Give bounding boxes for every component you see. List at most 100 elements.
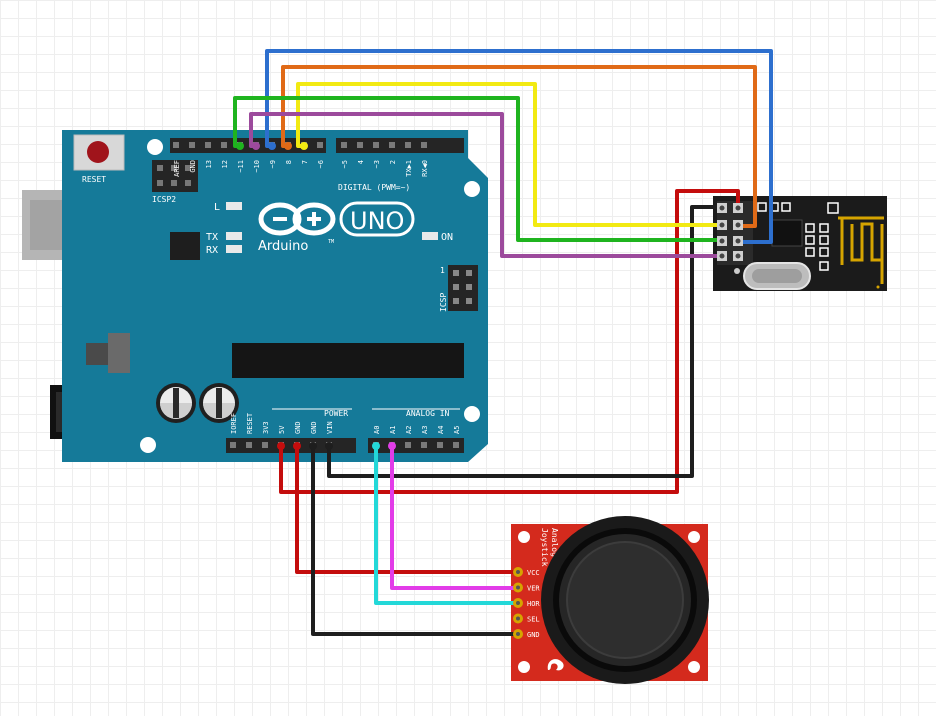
digital-header-right: [336, 138, 464, 153]
brand-name: Arduino: [258, 239, 308, 254]
joystick-pin-label: VER: [527, 585, 540, 593]
analog-label: ANALOG IN: [406, 409, 450, 418]
led-tx-label: TX: [206, 232, 218, 243]
digital-pin-tx-1: [405, 142, 411, 148]
voltage-regulator: [86, 343, 108, 365]
power-pin-label: GND: [294, 421, 302, 434]
reset-button-cap[interactable]: [87, 141, 109, 163]
joystick-pin-hole: [516, 585, 520, 590]
digital-label: DIGITAL (PWM=~): [338, 183, 410, 192]
radio-pcb-antenna: [838, 216, 884, 284]
mounting-hole: [518, 661, 530, 673]
icsp2-label: ICSP2: [152, 195, 176, 204]
joystick-pin-hole: [516, 616, 520, 621]
capacitor: [156, 383, 196, 423]
atmega-chip: [232, 343, 464, 378]
power-pin-reset: [246, 442, 252, 448]
icsp2-header: [152, 160, 198, 192]
digital-pin-label: AREF: [173, 160, 181, 177]
wire-end-cap: [236, 142, 244, 150]
voltage-regulator: [108, 333, 130, 373]
joystick-pin-hole: [516, 632, 520, 636]
joystick-pin-hole: [516, 601, 520, 605]
power-pin-label: RESET: [246, 412, 254, 434]
brand-trademark: TM: [328, 239, 334, 245]
uno-text: UNO: [350, 207, 404, 235]
led-rx: [226, 245, 242, 253]
digital-pin-6: [317, 142, 323, 148]
led-rx-label: RX: [206, 245, 218, 256]
radio-pin-hole: [719, 238, 725, 244]
digital-pin-label: ~5: [341, 160, 349, 168]
power-pin-ioref: [230, 442, 236, 448]
sparkfun-flame-icon: [547, 659, 564, 671]
wires: [233, 49, 773, 636]
analog-pin-label: A1: [389, 426, 397, 434]
analog-pin-a4: [437, 442, 443, 448]
analog-pin-a3: [421, 442, 427, 448]
power-pin-label: 5V: [278, 425, 286, 434]
wire-end-cap: [284, 142, 292, 150]
arduino-pcb: [62, 130, 488, 462]
wire-end-cap: [388, 442, 396, 450]
arduino-infinity-logo: [258, 202, 336, 236]
analog-pin-a2: [405, 442, 411, 448]
analog-pin-label: A4: [437, 426, 445, 434]
mounting-hole: [140, 437, 156, 453]
joystick-pin-endpoints: [513, 567, 523, 639]
digital-pin-3: [373, 142, 379, 148]
digital-pin-rx-0: [421, 142, 427, 148]
radio-pin-hole: [719, 205, 725, 211]
mounting-hole: [688, 661, 700, 673]
wire-red-5v-joystick-vcc: [295, 444, 520, 574]
wire-end-cap: [268, 142, 276, 150]
icsp-pin1-label: 1: [440, 266, 445, 275]
capacitor: [199, 383, 239, 423]
joystick-pin-label: VCC: [527, 569, 540, 577]
icsp-label: ICSP: [439, 293, 448, 312]
analog-pin-label: A2: [405, 426, 413, 434]
mounting-hole: [464, 181, 480, 197]
wire-end-cap: [372, 442, 380, 450]
radio-pin-hole: [719, 222, 725, 228]
digital-pin-label: TX▶1: [405, 160, 413, 177]
digital-pin-label: 12: [221, 160, 229, 168]
digital-pin-label: 2: [389, 160, 397, 164]
joystick-pin-label: HOR: [527, 600, 540, 608]
joystick-thumbstick[interactable]: [541, 516, 709, 684]
digital-pin-label: ~3: [373, 160, 381, 168]
wire-orange-d11-radio-mosi: [281, 65, 757, 228]
wire-green-d13-radio-ce: [233, 96, 724, 242]
wire-end-cap: [300, 142, 308, 150]
radio-pin-hole: [719, 253, 725, 259]
joystick-pin-hole: [516, 570, 520, 574]
digital-pin-label: ~6: [317, 160, 325, 168]
mounting-hole: [688, 531, 700, 543]
digital-pin-label: 13: [205, 160, 213, 168]
wire-end-cap: [293, 442, 301, 450]
digital-pin-4: [357, 142, 363, 148]
radio-pin-hole: [735, 205, 741, 211]
reset-label: RESET: [82, 175, 106, 184]
digital-pin-label: GND: [189, 160, 197, 173]
led-tx: [226, 232, 242, 240]
digital-pin-label: ~11: [237, 160, 245, 173]
wire-end-cap: [252, 142, 260, 150]
wire-blue-d13-radio-sck: [265, 49, 773, 244]
wire-end-cap: [309, 442, 317, 450]
power-pin-label: IOREF: [230, 413, 238, 434]
radio-chip: [771, 219, 803, 247]
led-l-label: L: [214, 202, 220, 213]
digital-pin-label: 8: [285, 160, 293, 164]
wire-black-gnd-radio-gnd: [327, 205, 724, 478]
analog-header: [368, 438, 464, 453]
analog-pin-a5: [453, 442, 459, 448]
wire-end-cap: [325, 442, 333, 450]
power-label: POWER: [324, 409, 348, 418]
analog-pin-label: A5: [453, 426, 461, 434]
uno-badge: [339, 201, 415, 237]
